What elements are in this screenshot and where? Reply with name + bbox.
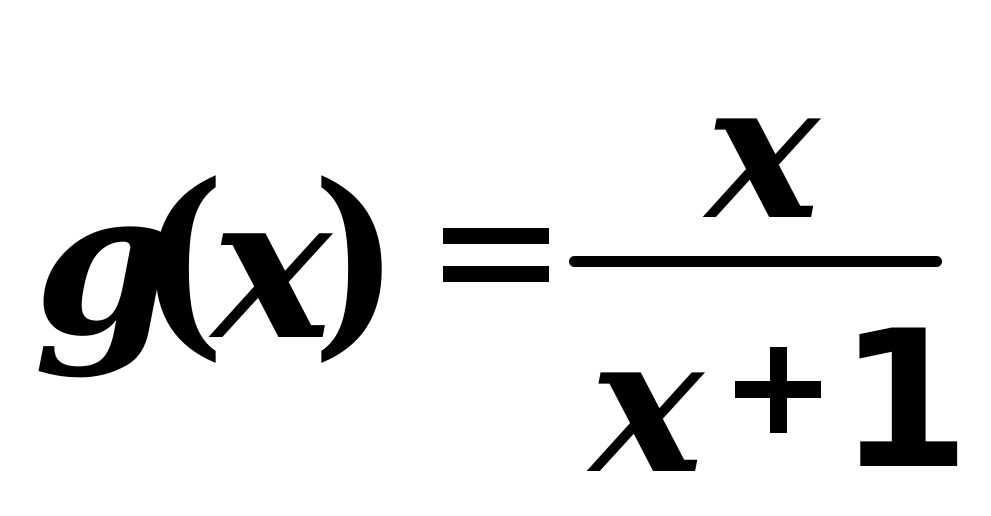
open-paren: ( [138,140,226,380]
plus-bar-vertical [770,347,787,433]
fraction-bar [569,256,942,267]
equals-bar-top [443,228,549,244]
numerator: x [706,39,820,262]
close-paren: ) [312,140,400,380]
denominator-constant: 1 [838,290,971,511]
equals-bar-bottom [443,266,549,282]
denominator-variable: x [590,293,704,516]
function-name: g [34,146,174,381]
function-argument: x [212,150,332,385]
math-formula: g ( x ) x x 1 [34,39,971,516]
